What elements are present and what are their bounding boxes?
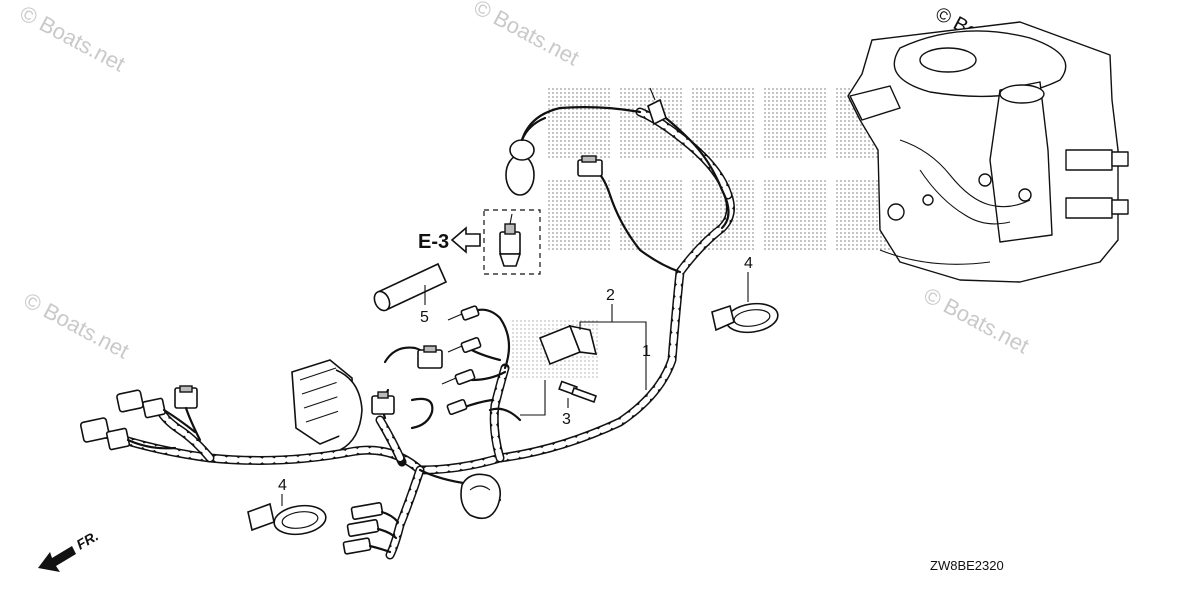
leader-line — [520, 380, 546, 416]
part-2-connector — [538, 324, 598, 366]
reference-label: E-3 — [418, 231, 449, 253]
callout-4-right: 4 — [744, 255, 753, 272]
part-4-band-left — [247, 502, 327, 536]
leader-line — [579, 321, 647, 345]
center-connectors — [371, 305, 482, 416]
front-arrow-icon — [38, 546, 76, 572]
part-4-band-right — [711, 302, 779, 334]
main-wire-harness — [95, 107, 735, 560]
thin-wires — [381, 106, 730, 502]
lower-connectors — [342, 473, 501, 555]
direction-label: FR. — [74, 527, 102, 552]
part-3-bolt — [558, 380, 598, 404]
watermark: © Boats.net — [920, 282, 1034, 358]
callout-4-left: 4 — [278, 477, 287, 494]
e3-arrow — [450, 226, 481, 254]
callout-2: 2 — [606, 287, 615, 304]
diagram-code: ZW8BE2320 — [930, 558, 1004, 573]
callout-3: 3 — [562, 411, 571, 428]
callout-5: 5 — [420, 309, 429, 326]
left-connectors — [79, 385, 202, 451]
watermark: © Boats.net — [16, 0, 130, 76]
watermark: © Boats.net — [20, 287, 134, 363]
upper-sensor-assembly — [505, 87, 667, 196]
watermark: © Boats.net — [470, 0, 584, 71]
part-5-tube — [373, 262, 448, 312]
reference-inset — [483, 209, 541, 275]
callout-1: 1 — [642, 343, 651, 360]
regulator-rectifier — [291, 359, 363, 451]
engine-block — [847, 21, 1129, 283]
